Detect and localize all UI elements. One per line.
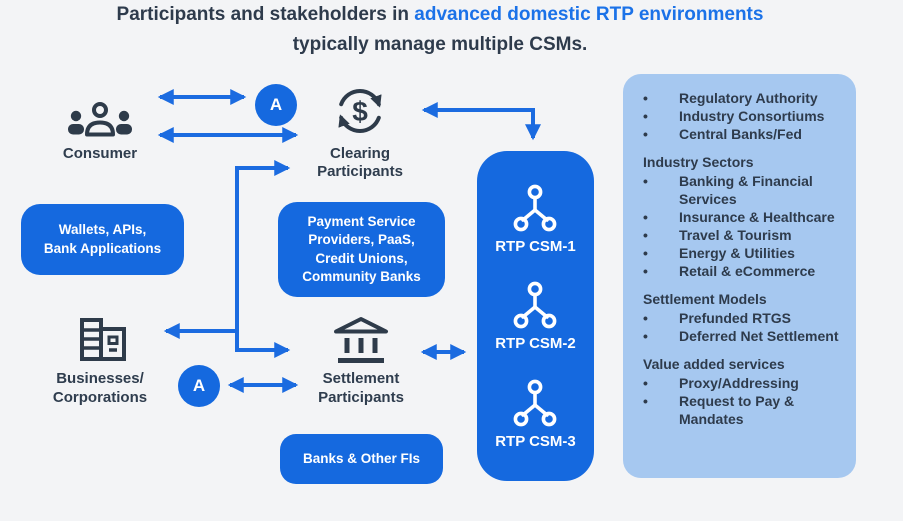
list-item: • Proxy/Addressing — [643, 374, 842, 392]
settlement-label-line2: Participants — [318, 389, 404, 406]
list-item: • Banking & Financial Services — [643, 172, 842, 208]
info-item: Central Banks/Fed — [679, 126, 802, 142]
people-group-icon — [67, 101, 133, 141]
list-item: • Industry Consortiums — [643, 107, 842, 125]
wallets-apis-box: Wallets, APIs, Bank Applications — [21, 204, 184, 275]
info-item: Retail & eCommerce — [679, 263, 816, 279]
list-item: • Regulatory Authority — [643, 89, 842, 107]
info-item: Insurance & Healthcare — [679, 209, 835, 225]
banks-box-line1: Banks & Other FIs — [302, 450, 421, 466]
network-nodes-icon — [514, 379, 557, 426]
info-item: Deferred Net Settlement — [679, 328, 839, 344]
info-heading-settlement-models: Settlement Models — [643, 291, 767, 307]
a-badge-bottom-label: A — [192, 376, 206, 395]
csm-item-2: RTP CSM-2 — [495, 280, 576, 352]
bullet-dot: • — [643, 108, 648, 124]
info-item: Travel & Tourism — [679, 227, 792, 243]
office-buildings-icon — [77, 317, 129, 363]
list-item: • Central Banks/Fed — [643, 125, 842, 143]
network-nodes-icon — [514, 281, 557, 329]
list-item: • Retail & eCommerce — [643, 262, 842, 280]
psp-box-line4: Community Banks — [302, 269, 421, 284]
a-badge-top: A — [255, 84, 297, 126]
page-title: Participants and stakeholders in advance… — [0, 0, 880, 60]
network-nodes-icon — [514, 184, 557, 231]
bullet-dot: • — [643, 209, 648, 225]
bullet-dot: • — [643, 245, 648, 261]
clearing-label-line2: Participants — [317, 163, 403, 180]
csm-3-label: RTP CSM-3 — [495, 432, 576, 450]
psp-box-line3: Credit Unions, — [315, 250, 408, 266]
clearing-label: Clearing Participants — [300, 145, 420, 181]
settlement-label: Settlement Participants — [300, 369, 422, 407]
bullet-dot: • — [643, 126, 648, 142]
info-item: Proxy/Addressing — [679, 375, 799, 391]
info-item: Energy & Utilities — [679, 245, 795, 261]
bullet-dot: • — [643, 328, 648, 344]
list-item: • Insurance & Healthcare — [643, 208, 842, 226]
info-item: Regulatory Authority — [679, 90, 818, 106]
csm-2-label: RTP CSM-2 — [495, 335, 576, 352]
svg-text:$: $ — [352, 96, 368, 127]
businesses-label: Businesses/ Corporations — [30, 369, 170, 407]
csm-item-3: RTP CSM-3 — [495, 378, 576, 450]
bullet-dot: • — [643, 375, 648, 391]
banks-other-fis-box: Banks & Other FIs — [280, 434, 443, 484]
info-item: Banking & Financial Services — [679, 173, 813, 207]
title-line1-dark: Participants and stakeholders in — [116, 4, 410, 25]
psp-box-line2: Providers, PaaS, — [308, 232, 415, 247]
list-item: • Prefunded RTGS — [643, 309, 842, 327]
settlement-label-line1: Settlement — [322, 370, 400, 387]
list-item: • Request to Pay & Mandates — [643, 392, 842, 428]
info-item: Prefunded RTGS — [679, 310, 792, 326]
info-heading-value-added-services: Value added services — [643, 356, 785, 372]
bullet-dot: • — [643, 393, 648, 409]
bullet-dot: • — [643, 310, 648, 326]
stakeholders-info-panel: • Regulatory Authority • Industry Consorti… — [623, 74, 856, 478]
wallets-box-line2: Bank Applications — [43, 240, 162, 256]
title-line-1: Participants and stakeholders in advance… — [0, 0, 880, 30]
list-item: • Travel & Tourism — [643, 226, 842, 244]
psp-box-line1: Payment Service — [307, 213, 416, 229]
bullet-dot: • — [643, 173, 648, 189]
info-item: Industry Consortiums — [679, 108, 825, 124]
bank-icon — [331, 316, 391, 366]
list-item: • Deferred Net Settlement — [643, 327, 842, 345]
wallets-box-line1: Wallets, APIs, — [58, 222, 147, 237]
info-heading-industry-sectors: Industry Sectors — [643, 154, 754, 170]
bullet-dot: • — [643, 227, 648, 243]
a-badge-top-label: A — [269, 95, 283, 114]
bullet-dot: • — [643, 263, 648, 279]
info-item: Request to Pay & Mandates — [679, 393, 795, 427]
businesses-label-line1: Businesses/ — [56, 370, 144, 387]
csm-item-1: RTP CSM-1 — [495, 183, 576, 255]
bullet-dot: • — [643, 90, 648, 106]
clearing-label-line1: Clearing — [329, 145, 390, 162]
dollar-cycle-icon: $ — [332, 83, 388, 139]
title-line-2: typically manage multiple CSMs. — [292, 34, 588, 55]
rtp-csm-panel: RTP CSM-1 RTP CSM-2 — [477, 151, 594, 481]
title-line1-highlight: advanced domestic RTP environments — [414, 4, 764, 25]
consumer-label: Consumer — [62, 145, 138, 162]
a-badge-bottom: A — [178, 365, 220, 407]
list-item: • Energy & Utilities — [643, 244, 842, 262]
csm-1-label: RTP CSM-1 — [495, 237, 576, 255]
businesses-label-line2: Corporations — [52, 389, 148, 406]
payment-service-providers-box: Payment Service Providers, PaaS, Credit … — [278, 202, 445, 297]
